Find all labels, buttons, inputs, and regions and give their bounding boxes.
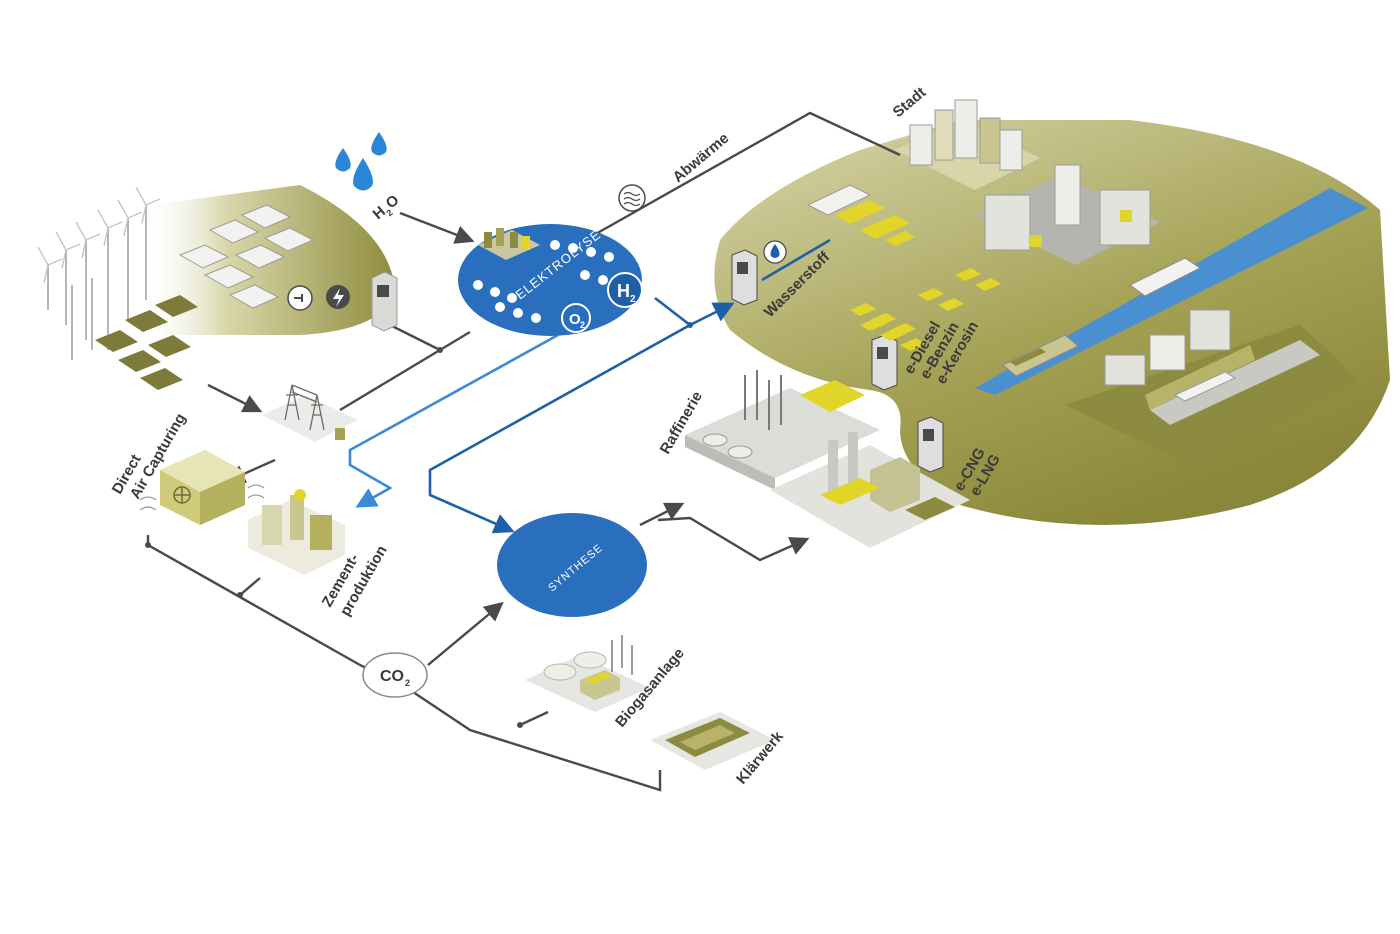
h2o-label: H 2 O	[370, 191, 403, 223]
fuel-pump-icon-2	[871, 334, 898, 391]
elektrolyse-node: ELEKTROLYSE	[458, 224, 642, 336]
h2o-sub: 2	[384, 207, 394, 218]
heat-line	[584, 111, 901, 242]
wind-turbine-icon	[47, 205, 147, 360]
h2-badge: H 2	[607, 272, 643, 308]
airport-buildings	[1104, 309, 1237, 402]
charging-station	[371, 271, 398, 332]
junction-dots	[145, 322, 693, 728]
o2-label: O	[569, 311, 581, 328]
cement-plant	[248, 489, 345, 575]
lightning-icon	[326, 285, 350, 309]
co2-node: CO 2	[362, 652, 428, 698]
fuel-pump-icon	[731, 249, 758, 306]
yellow-cars	[850, 268, 1001, 351]
water-drop-icon	[335, 132, 387, 191]
water-line	[399, 211, 475, 244]
h2-sub: 2	[630, 294, 636, 305]
refinery	[685, 370, 880, 490]
biogas-plant	[525, 635, 650, 712]
synthese-node: SYNTHESE	[497, 513, 647, 617]
hydrogen-trucks	[806, 184, 915, 246]
sewage-plant	[650, 712, 775, 770]
airport	[1065, 325, 1360, 470]
stadt-label: Stadt	[890, 84, 930, 121]
plug-icon	[287, 285, 313, 311]
abwaerme-label: Abwärme	[670, 130, 733, 186]
co2-label: CO	[380, 668, 404, 685]
electrolyser-plant	[478, 228, 540, 260]
power-lines	[207, 318, 471, 483]
oxygen-line	[348, 333, 559, 508]
o2-badge: O 2	[561, 303, 591, 333]
gas-plant	[770, 432, 970, 548]
solar-panel-icon	[95, 295, 198, 390]
ships	[1002, 257, 1201, 377]
direct-air-capture-unit	[139, 450, 265, 525]
fuel-pump-icon-3	[917, 416, 944, 473]
o2-sub: 2	[580, 320, 585, 330]
hydrogen-drop-icon	[763, 240, 787, 264]
electric-cars	[178, 204, 315, 309]
synthese-out-lines	[639, 502, 810, 562]
city-buildings	[895, 99, 1160, 265]
fan-icon	[173, 486, 191, 504]
h2-label: H	[617, 281, 630, 301]
wind-blades	[37, 186, 161, 284]
co2-sub: 2	[405, 678, 410, 688]
heat-wave-icon	[618, 184, 646, 212]
power-pylon-icon	[262, 384, 358, 442]
